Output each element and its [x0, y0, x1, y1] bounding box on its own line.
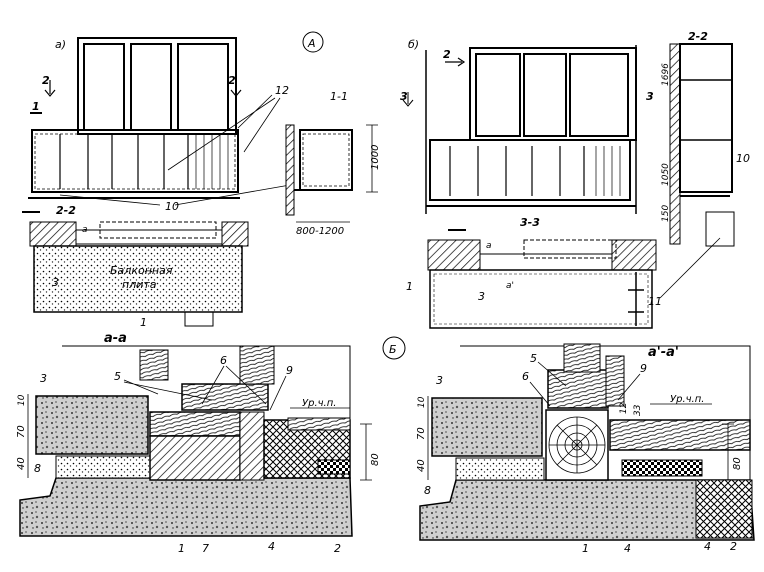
dim-right-10: 10 — [417, 396, 427, 408]
callout-3-a: 3 — [52, 276, 59, 289]
balcony-plan-a: Балконная плита a 3 1 — [29, 221, 249, 329]
detail-a-prime: Б а'-а' 10 70 40 80 12 33 Ур.ч.п. — [382, 336, 755, 555]
railing-a — [31, 129, 239, 193]
detail-left-title: а-а — [104, 331, 127, 346]
slab-label-2: плита — [122, 278, 157, 291]
railing-b — [426, 139, 636, 207]
callout-left-9: 9 — [286, 364, 293, 377]
callout-right-9: 9 — [640, 362, 647, 375]
dim-1696: 1696 — [661, 63, 671, 86]
callout-right-4b: 4 — [704, 540, 711, 553]
balcony-plan-b: 1 3 11 a a' — [406, 237, 721, 329]
callout-11-b: 11 — [648, 295, 662, 308]
cut-3-label-b: 3 — [400, 90, 408, 103]
section-1-1-label: 1-1 — [330, 90, 348, 103]
section-1-1-drawing: 1000 800-1200 — [285, 124, 381, 237]
dim-800-1200: 800-1200 — [296, 226, 344, 237]
dim-left-70: 70 — [16, 425, 27, 438]
detail-a-a: а-а 10 70 40 80 Ур.ч.п. 5 6 9 3 — [16, 331, 381, 555]
mark-a-b: a — [486, 241, 492, 251]
dim-right-33: 33 — [633, 404, 643, 416]
callout-right-2: 2 — [730, 540, 737, 553]
slab-label-1: Балконная — [110, 264, 173, 277]
dim-right-40: 40 — [416, 459, 427, 472]
cut-2-label: 2 — [42, 74, 50, 87]
cut-2-label-b: 2 — [443, 48, 451, 61]
dim-1000: 1000 — [370, 145, 381, 170]
circle-b-text: Б — [389, 343, 397, 356]
callout-right-1: 1 — [582, 542, 589, 555]
callout-right-4a: 4 — [624, 542, 631, 555]
callout-right-6: 6 — [522, 370, 529, 383]
panel-b-label: б) — [408, 38, 419, 51]
callout-1-a: 1 — [140, 316, 147, 329]
level-right: Ур.ч.п. — [670, 394, 704, 405]
callout-3-b: 3 — [478, 290, 485, 303]
dim-left-40: 40 — [16, 457, 27, 470]
dim-150: 150 — [661, 205, 671, 222]
mark-a-prime-b: a' — [506, 281, 514, 291]
section-2-2-label-a: 2-2 — [56, 204, 76, 217]
callout-10: 10 — [165, 200, 179, 213]
callout-left-7: 7 — [202, 542, 209, 555]
panel-a-elevation: а) А 2 2 1 1-1 12 10 — [22, 31, 381, 329]
callout-right-5: 5 — [530, 352, 537, 365]
circle-marker-b — [382, 336, 406, 360]
window-b — [469, 47, 637, 141]
circle-marker-a — [302, 31, 324, 53]
callout-12: 12 — [275, 84, 289, 97]
window-a — [77, 37, 237, 135]
callout-left-3: 3 — [40, 372, 47, 385]
section-3-3-label: 3-3 — [520, 216, 540, 229]
callout-1-b: 1 — [406, 280, 413, 293]
callout-left-2: 2 — [334, 542, 341, 555]
dim-left-80: 80 — [370, 453, 381, 466]
circle-a-text: А — [307, 37, 316, 50]
callout-10-b: 10 — [736, 152, 750, 165]
callout-left-5: 5 — [114, 370, 121, 383]
cut-2-label-r: 2 — [228, 74, 236, 87]
callout-left-4: 4 — [268, 540, 275, 553]
callout-right-3: 3 — [436, 374, 443, 387]
section-2-2-drawing-b: 1696 1050 150 10 — [661, 43, 750, 247]
cut-3-label-b-r: 3 — [646, 90, 654, 103]
dim-left-10: 10 — [17, 394, 27, 406]
dim-1050: 1050 — [661, 163, 671, 186]
panel-b-elevation: б) 2 3 3 3-3 2-2 1696 1050 — [400, 30, 750, 329]
callout-right-8: 8 — [424, 484, 431, 497]
dim-right-70: 70 — [416, 427, 427, 440]
dim-right-12: 12 — [619, 402, 629, 414]
dim-right-80: 80 — [732, 457, 743, 470]
detail-right-title: а'-а' — [648, 345, 679, 360]
section-2-2-label-b: 2-2 — [688, 30, 708, 43]
level-left: Ур.ч.п. — [302, 398, 336, 409]
callout-left-8: 8 — [34, 462, 41, 475]
cut-1-label: 1 — [32, 100, 40, 113]
panel-a-label: а) — [55, 38, 66, 51]
callout-left-1: 1 — [178, 542, 185, 555]
callout-left-6: 6 — [220, 354, 227, 367]
mark-a-left: a — [82, 225, 88, 235]
